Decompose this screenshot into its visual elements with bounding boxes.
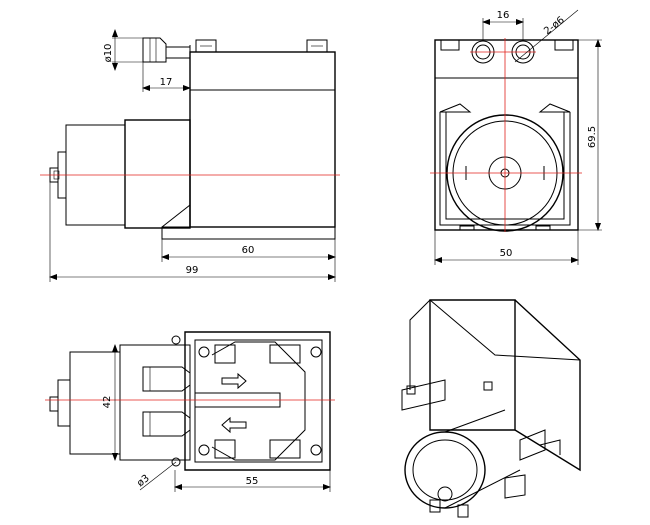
dim-height: 69.5 — [587, 126, 598, 148]
iso-motor — [404, 431, 486, 509]
outlet-nozzle — [142, 366, 191, 392]
dim-inlet-length: 17 — [160, 77, 173, 88]
right-arrow-icon — [221, 372, 247, 390]
inlet-nozzle — [142, 37, 167, 63]
side-view: ø10 17 60 99 — [40, 29, 340, 282]
top-view: 42 ø3 55 — [45, 331, 335, 492]
pump-body — [189, 51, 336, 228]
left-arrow-icon — [221, 416, 247, 434]
dim-port-diameter: 2-ø6 — [542, 15, 566, 37]
dim-width: 50 — [500, 248, 513, 259]
dim-body-length: 60 — [242, 245, 255, 256]
dim-port-spacing: 16 — [497, 10, 510, 21]
inlet-nozzle-top — [142, 411, 191, 437]
front-body — [434, 39, 579, 231]
dim-inlet-diameter: ø10 — [103, 44, 114, 63]
front-view: 16 2-ø6 69.5 50 — [430, 9, 602, 265]
dim-overall-length: 99 — [186, 265, 199, 276]
pump-head — [184, 331, 331, 471]
dim-side-height: 42 — [102, 396, 113, 409]
isometric-view — [401, 299, 581, 518]
motor — [124, 119, 191, 229]
dim-mount-hole: ø3 — [135, 473, 152, 489]
dim-base-width: 55 — [246, 476, 259, 487]
